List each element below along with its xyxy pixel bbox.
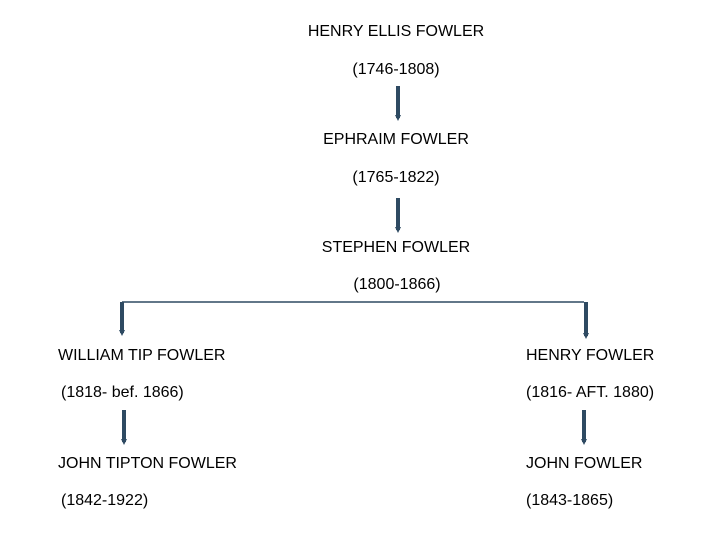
left-branch-child-name: JOHN TIPTON FOWLER <box>58 455 237 472</box>
root-dates: (1746-1808) <box>352 61 440 78</box>
right-branch-name: HENRY FOWLER <box>526 347 655 364</box>
right-branch-dates: (1816- AFT. 1880) <box>526 384 655 401</box>
left-branch-child-dates: (1842-1922) <box>61 492 149 509</box>
root-name: HENRY ELLIS FOWLER <box>307 23 485 40</box>
right-branch-child-dates: (1843-1865) <box>526 492 614 509</box>
child-dates: (1765-1822) <box>352 169 440 186</box>
left-branch-dates: (1818- bef. 1866) <box>61 384 184 401</box>
grandchild-dates: (1800-1866) <box>353 276 441 293</box>
grandchild-name: STEPHEN FOWLER <box>321 239 471 256</box>
child-name: EPHRAIM FOWLER <box>323 131 469 148</box>
left-branch-name: WILLIAM TIP FOWLER <box>58 347 226 364</box>
right-branch-child-name: JOHN FOWLER <box>526 455 643 472</box>
